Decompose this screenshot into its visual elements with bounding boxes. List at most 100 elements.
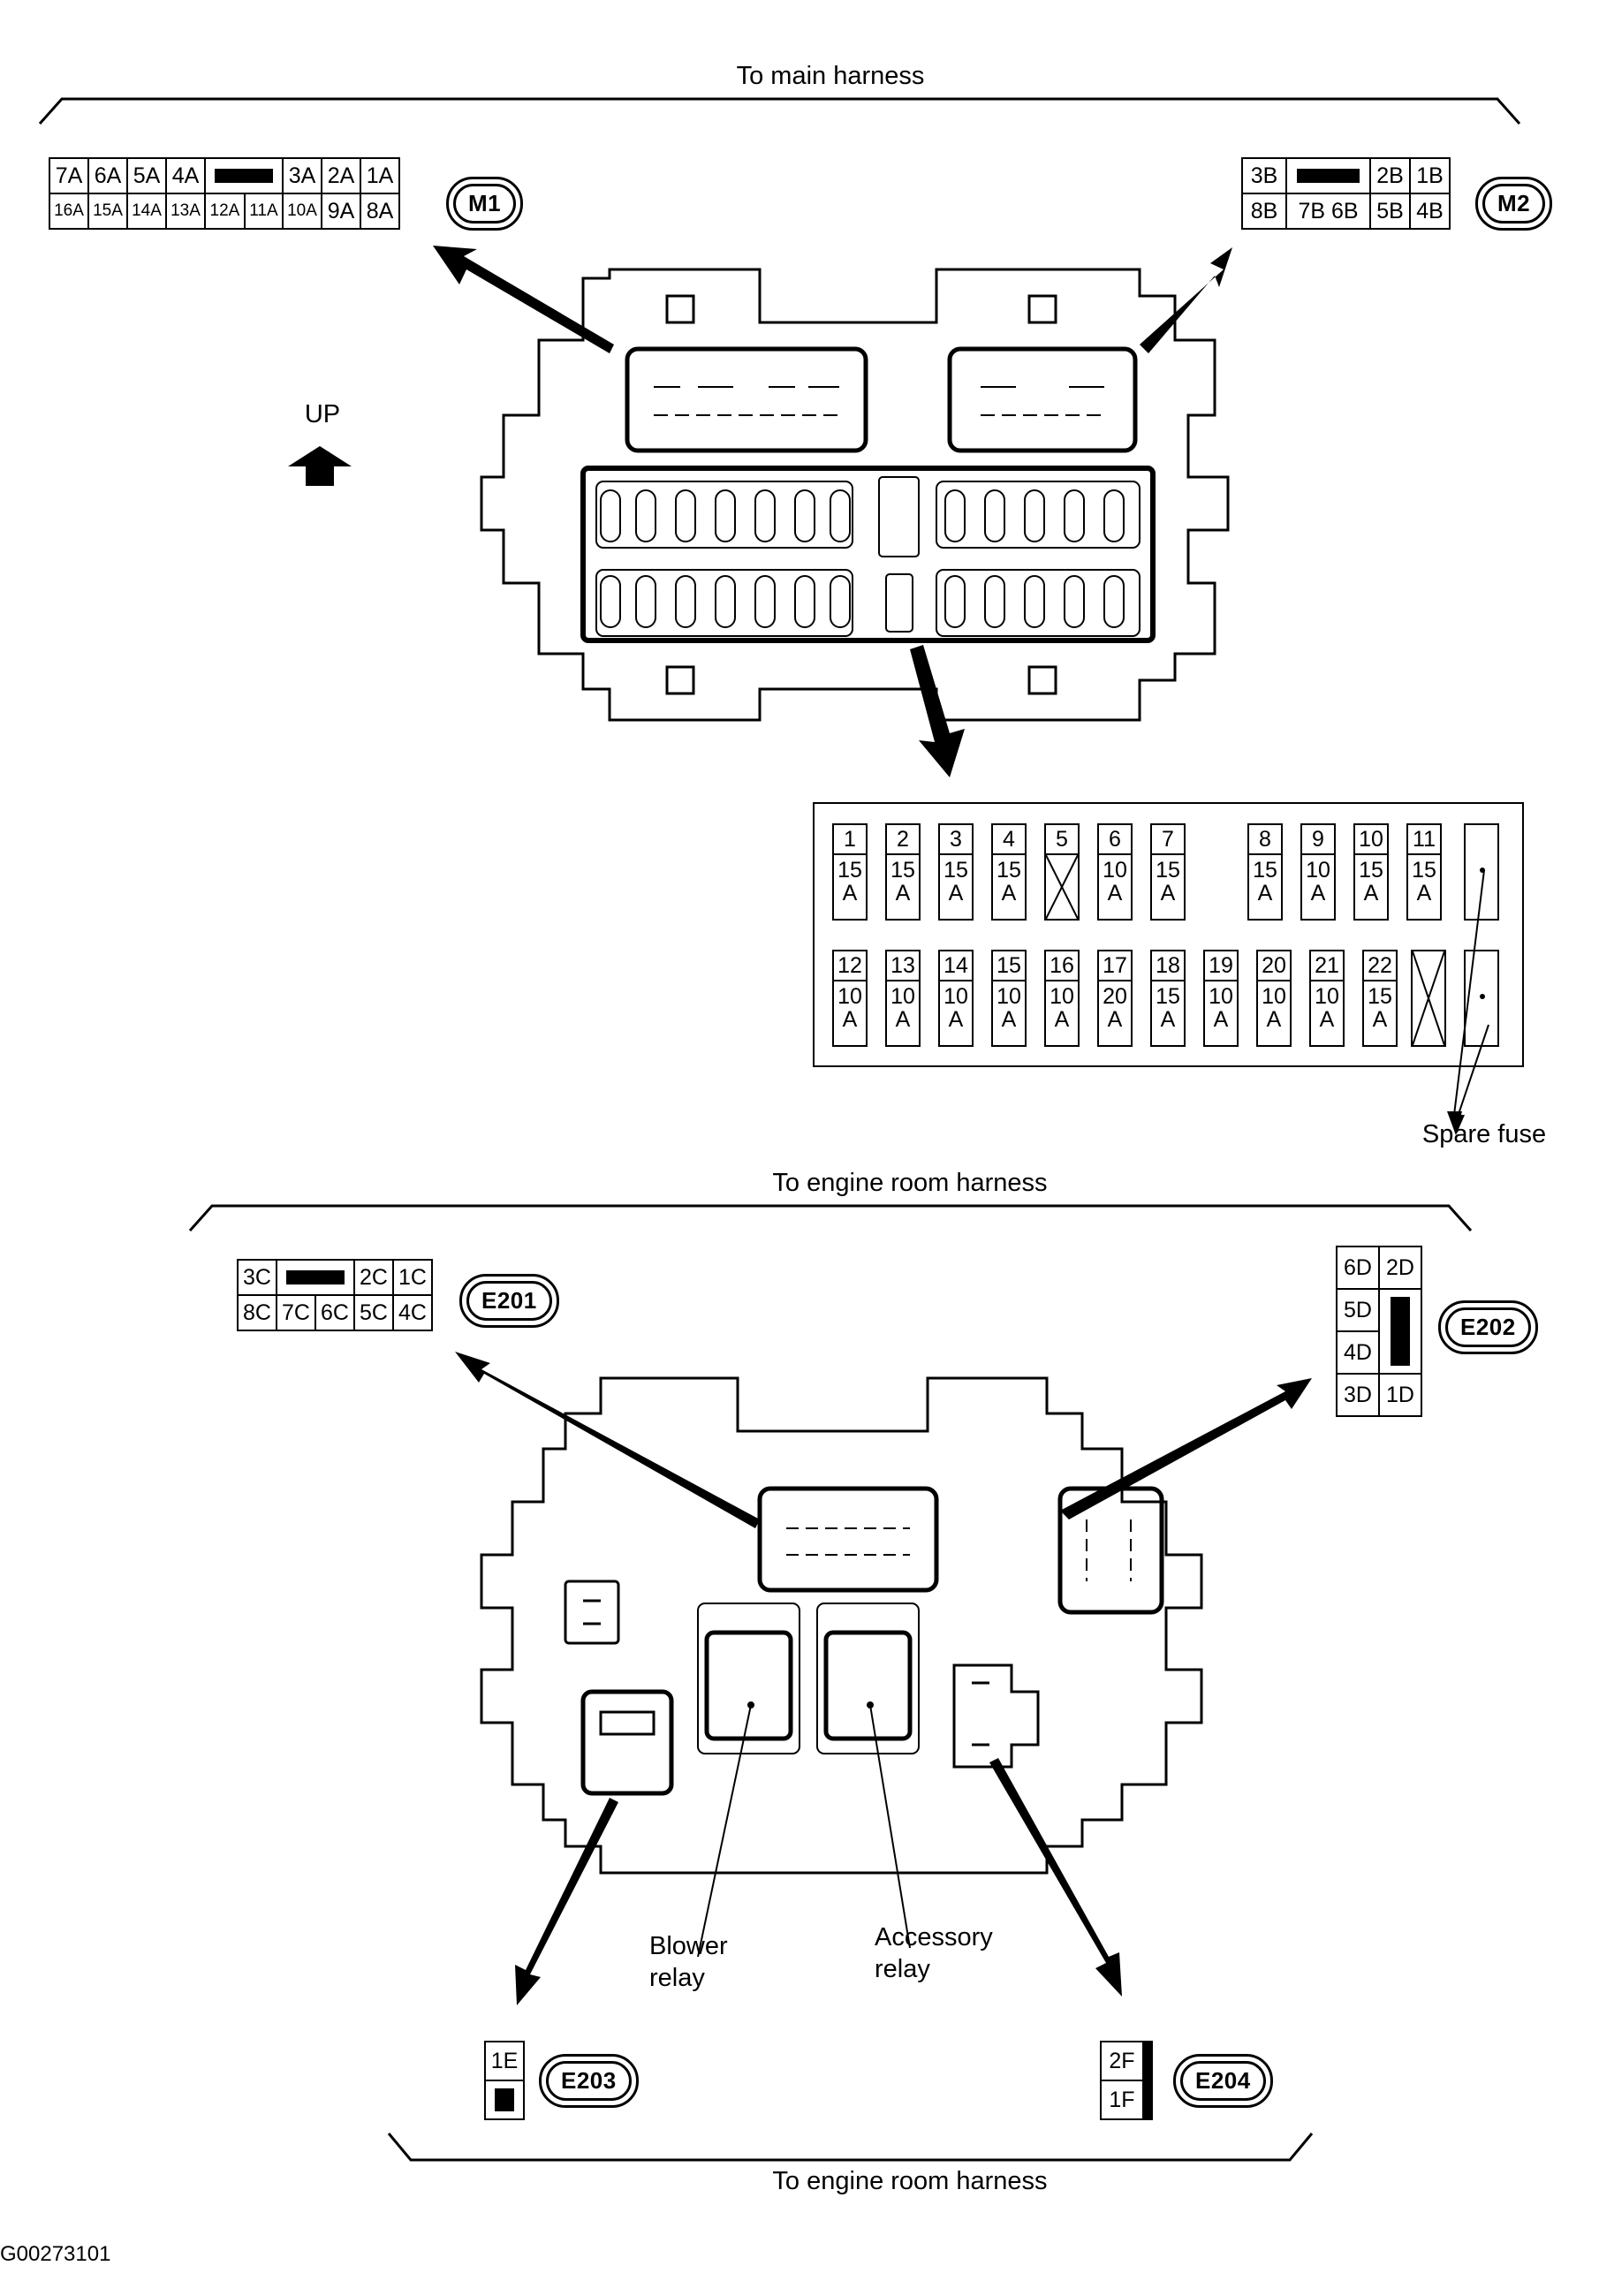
pin-cell: 5B	[1369, 193, 1411, 230]
fuse-holder	[580, 466, 1156, 643]
accessory-relay-label: Accessory relay	[875, 1923, 993, 1984]
fuse-16: 16 10 A	[1044, 950, 1080, 1047]
pin-cell: 7C	[276, 1294, 316, 1331]
pin-cell: 7B 6B	[1285, 193, 1371, 230]
fuse-number: 22	[1364, 951, 1396, 981]
main-harness-label: To main harness	[736, 62, 925, 90]
m1-row-1: 7A 6A 5A 4A 3A 2A 1A	[49, 157, 400, 194]
m2-row-1: 3B 2B 1B	[1241, 157, 1451, 194]
up-arrow-shape	[288, 446, 352, 486]
blower-relay-label: Blower relay	[649, 1932, 728, 1993]
m2-pinout-table: 3B 2B 1B 8B 7B 6B 5B 4B	[1241, 157, 1451, 230]
pin-cell: 4D	[1336, 1330, 1380, 1375]
pin-cell: 6D	[1336, 1246, 1380, 1290]
fuse-number: 12	[834, 951, 866, 981]
m1-row-2: 16A 15A 14A 13A 12A 11A 10A 9A 8A	[49, 193, 400, 230]
engine-harness-label-top: To engine room harness	[772, 1169, 1048, 1197]
pin-cell: 2C	[353, 1259, 394, 1296]
fuse-number: 15	[993, 951, 1025, 981]
e201-pinout-table: 3C 2C 1C 8C 7C 6C 5C 4C	[237, 1259, 433, 1331]
empty-fuse-slot-crossed	[1411, 950, 1446, 1047]
pin-cell: 12A	[204, 193, 246, 230]
fuse-number: 7	[1152, 825, 1184, 855]
pin-cell: 15A	[87, 193, 128, 230]
fuse-number: 8	[1249, 825, 1281, 855]
empty-slot-cross	[1046, 855, 1078, 919]
pin-cell: 6A	[87, 157, 128, 194]
spare-fuse-slot-top	[1464, 823, 1499, 921]
pin-cell: 8B	[1241, 193, 1287, 230]
fuse-amperage: 20 A	[1103, 984, 1127, 1033]
fuse-number: 14	[940, 951, 972, 981]
fuse-number: 1	[834, 825, 866, 855]
e202-row-4: 3D 1D	[1336, 1373, 1422, 1417]
m1-connector	[625, 346, 868, 453]
pin-cell: 3A	[282, 157, 322, 194]
fuse-number: 10	[1355, 825, 1387, 855]
e203-row-1: 1E	[484, 2041, 525, 2081]
pin-cell: 1D	[1378, 1373, 1422, 1417]
engine-harness-bracket-top	[188, 1204, 1473, 1231]
fuse-amperage: 15 A	[1412, 858, 1436, 906]
spare-fuse-leaders	[1447, 869, 1489, 1135]
fuse-amperage: 15 A	[1253, 858, 1277, 906]
fuse-11: 11 15 A	[1406, 823, 1442, 921]
fuse-amperage: 10 A	[1050, 984, 1074, 1033]
upper-fuse-block	[480, 268, 1230, 722]
pin-cell: 1A	[360, 157, 400, 194]
lower-arrows	[455, 1352, 1312, 2005]
pin-cell: 4B	[1409, 193, 1451, 230]
fuse-amperage: 10 A	[943, 984, 968, 1033]
fuse-amperage: 15 A	[1156, 984, 1180, 1033]
fuse-14: 14 10 A	[938, 950, 974, 1047]
pin-cell: 13A	[165, 193, 206, 230]
pin-cell: 5A	[126, 157, 167, 194]
pin-cell: 8C	[237, 1294, 277, 1331]
fuse-amperage: 10 A	[1209, 984, 1233, 1033]
fuse-number: 17	[1099, 951, 1131, 981]
e203-row-2	[484, 2080, 525, 2120]
fuse-number: 16	[1046, 951, 1078, 981]
fuse-number: 21	[1311, 951, 1343, 981]
m2-badge: M2	[1475, 177, 1553, 231]
m1-key-block	[204, 157, 284, 194]
fuse-amperage: 10 A	[1306, 858, 1330, 906]
fuse-amperage: 15 A	[1359, 858, 1383, 906]
e201-badge: E201	[459, 1274, 559, 1328]
e202-row-3: 4D	[1336, 1330, 1421, 1375]
e202-row-1: 6D 2D	[1336, 1246, 1422, 1290]
e204-key-bar	[1142, 2041, 1153, 2120]
fuse-number: 6	[1099, 825, 1131, 855]
blower-relay-leader	[697, 1704, 752, 1958]
fuse-number: 11	[1408, 825, 1440, 855]
pin-cell: 7A	[49, 157, 89, 194]
e202-pinout-table: 6D 2D 5D 4D 3D 1D	[1336, 1246, 1422, 1417]
main-harness-bracket	[38, 97, 1521, 125]
pin-cell: 5C	[353, 1294, 394, 1331]
pin-cell: 1F	[1100, 2080, 1144, 2120]
m2-connector	[947, 346, 1138, 453]
fuse-number: 18	[1152, 951, 1184, 981]
pin-cell: 2B	[1369, 157, 1411, 194]
pin-cell: 1E	[484, 2041, 525, 2081]
e201-connector	[757, 1486, 939, 1593]
m1-pinout-table: 7A 6A 5A 4A 3A 2A 1A 16A 15A 14A 13A 12A…	[49, 157, 400, 230]
pin-cell: 16A	[49, 193, 89, 230]
e204-pinout-table: 2F 1F	[1100, 2041, 1153, 2120]
pin-cell: 1B	[1409, 157, 1451, 194]
e203-badge: E203	[539, 2054, 639, 2108]
blower-relay	[697, 1603, 800, 1754]
e203-key-block	[484, 2080, 525, 2120]
pin-cell: 3B	[1241, 157, 1287, 194]
